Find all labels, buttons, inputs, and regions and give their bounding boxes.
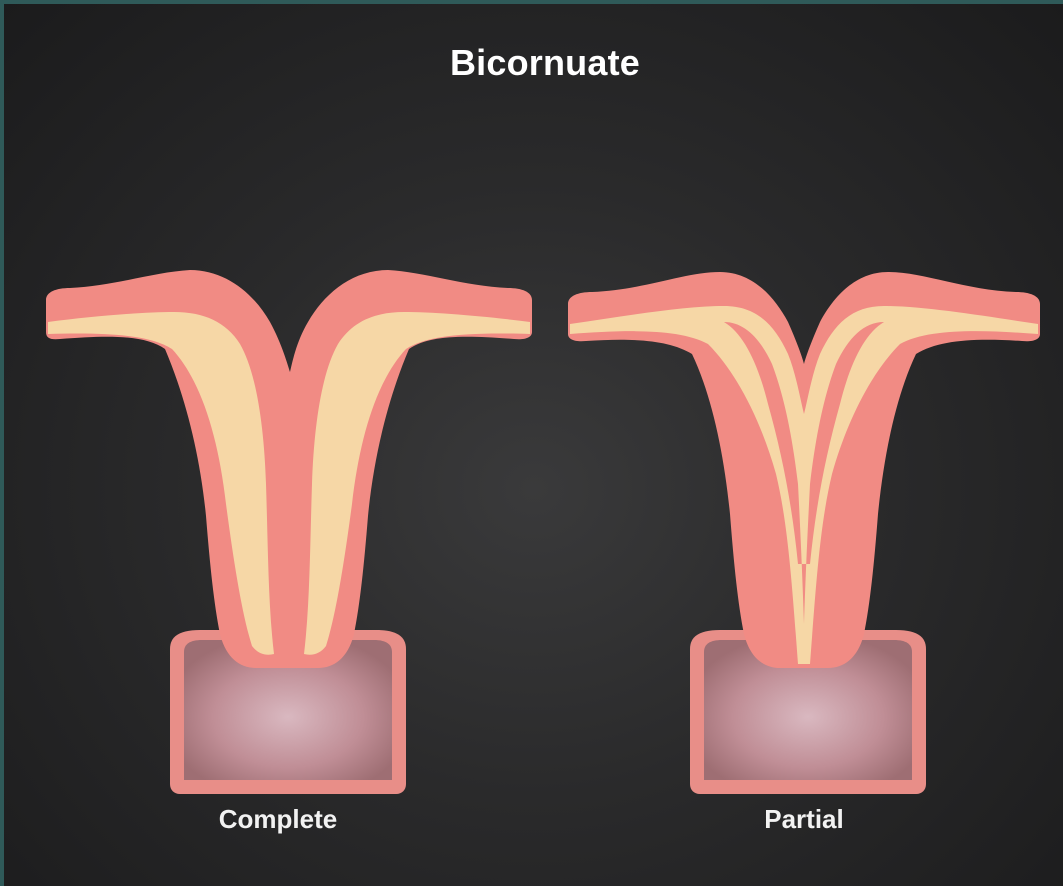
diagram-canvas: Bicornuate [4,4,1063,886]
complete-uterus [46,270,532,794]
partial-uterine-cavity [570,306,1038,664]
uterus-illustrations [4,4,1063,886]
partial-uterus [568,272,1040,794]
complete-label: Complete [148,804,408,835]
partial-label: Partial [674,804,934,835]
